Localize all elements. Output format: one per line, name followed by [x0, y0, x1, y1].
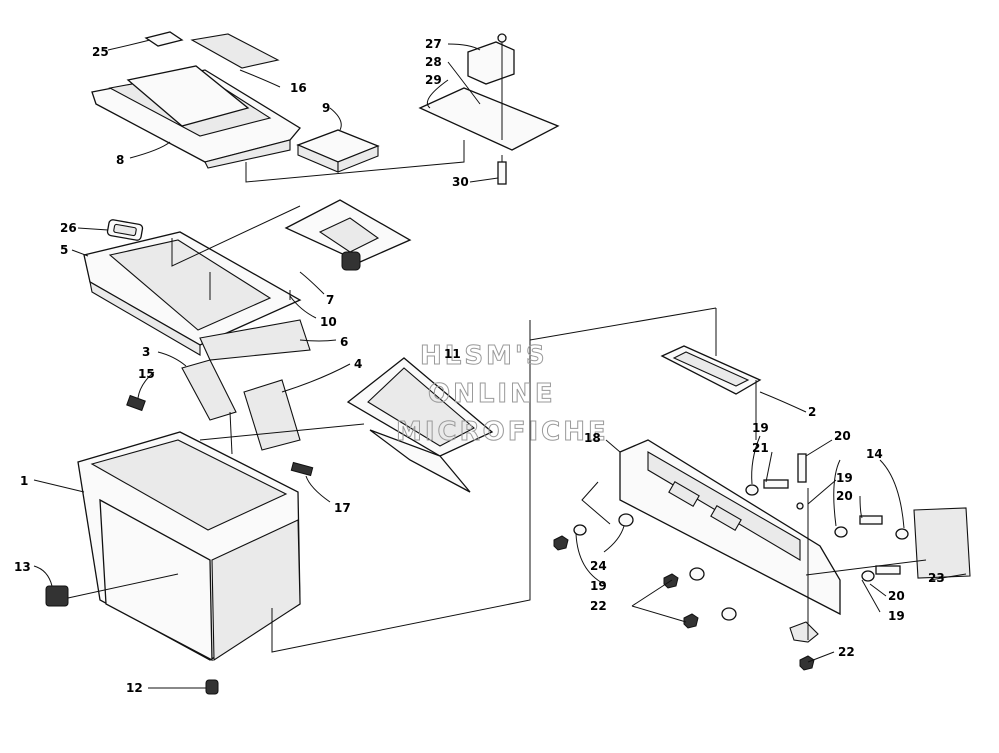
part-25-clip — [144, 31, 184, 47]
callout-23: 23 — [928, 571, 945, 585]
callout-24: 24 — [590, 559, 607, 573]
callout-19-b: 19 — [836, 471, 853, 485]
callout-10: 10 — [320, 315, 337, 329]
callout-19-c: 19 — [888, 609, 905, 623]
callout-5: 5 — [60, 243, 68, 257]
hardware-nuts — [553, 535, 815, 671]
callout-1: 1 — [20, 474, 28, 488]
part-16-plate — [190, 33, 280, 69]
callout-30: 30 — [452, 175, 469, 189]
part-9-filter-pad — [296, 129, 380, 173]
watermark-line-2: ONLINE — [428, 379, 556, 409]
part-8-top-lid — [91, 65, 301, 169]
callout-7: 7 — [326, 293, 334, 307]
callout-22-a: 22 — [590, 599, 607, 613]
watermark-line-1: HLSM'S — [420, 341, 548, 371]
callout-27: 27 — [425, 37, 442, 51]
callout-20-b: 20 — [836, 489, 853, 503]
part-15-screw — [126, 394, 146, 412]
callout-25: 25 — [92, 45, 109, 59]
callout-9: 9 — [322, 101, 330, 115]
hardware-bolts — [763, 453, 901, 575]
part-26-bezel — [106, 219, 144, 241]
callout-18: 18 — [584, 431, 601, 445]
part-24-rod — [581, 481, 611, 525]
callout-28: 28 — [425, 55, 442, 69]
part-4-filter — [243, 379, 301, 451]
part-3-filter — [181, 359, 237, 421]
part-12-drain — [205, 679, 219, 695]
callout-14: 14 — [866, 447, 883, 461]
callout-2: 2 — [808, 405, 816, 419]
callout-20-c: 20 — [888, 589, 905, 603]
callout-leaders — [33, 39, 967, 689]
part-29-bracket — [418, 87, 560, 151]
part-13-clip — [45, 585, 69, 607]
callout-22-b: 22 — [838, 645, 855, 659]
part-11-intake-duct — [346, 357, 494, 493]
callout-21: 21 — [752, 441, 769, 455]
part-2-gasket — [660, 345, 762, 395]
part-30-bolt — [497, 155, 507, 185]
callout-20-a: 20 — [834, 429, 851, 443]
callout-12: 12 — [126, 681, 143, 695]
callout-3: 3 — [142, 345, 150, 359]
callout-6: 6 — [340, 335, 348, 349]
callout-19-d: 19 — [590, 579, 607, 593]
part-18-duct — [619, 439, 841, 616]
callout-11: 11 — [444, 347, 461, 361]
callout-16: 16 — [290, 81, 307, 95]
watermark: HLSM'S ONLINE MICROFICHE — [396, 341, 609, 448]
callout-29: 29 — [425, 73, 442, 87]
callout-labels: 25 16 9 8 27 28 29 30 26 5 7 10 6 3 4 15… — [14, 37, 945, 695]
part-6-manifold — [199, 319, 311, 361]
callout-13: 13 — [14, 560, 31, 574]
part-23-filter — [913, 507, 971, 579]
part-7-housing — [284, 199, 412, 271]
callout-15: 15 — [138, 367, 155, 381]
part-22-fitting — [789, 621, 819, 643]
callout-4: 4 — [354, 357, 362, 371]
callout-26: 26 — [60, 221, 77, 235]
watermark-line-3: MICROFICHE — [396, 417, 609, 447]
callout-8: 8 — [116, 153, 124, 167]
part-5-middle-frame — [83, 231, 302, 356]
part-27-relay — [467, 33, 515, 140]
part-17-screw — [290, 461, 314, 477]
callout-19-a: 19 — [752, 421, 769, 435]
hardware-washers — [573, 484, 909, 621]
part-1-airbox — [77, 431, 301, 662]
assembly-lines — [67, 140, 927, 653]
callout-17: 17 — [334, 501, 351, 515]
